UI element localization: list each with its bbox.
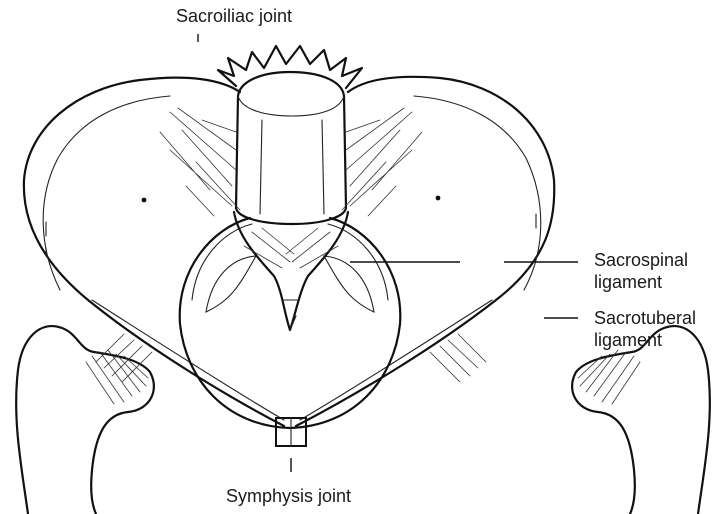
right-iliac-wing bbox=[296, 77, 554, 426]
sacrotuberal-ligament-label-line1: Sacrotuberal bbox=[594, 308, 696, 329]
sacroiliac-joint-label: Sacroiliac joint bbox=[176, 6, 292, 27]
right-femur bbox=[572, 326, 710, 514]
symphysis-joint-label: Symphysis joint bbox=[226, 486, 351, 507]
left-iliac-wing bbox=[24, 78, 284, 426]
lumbar-vertebra bbox=[236, 72, 346, 224]
sacrum bbox=[234, 212, 348, 330]
sacrospinal-ligament-label-line1: Sacrospinal bbox=[594, 250, 688, 271]
sacrospinal-ligament-label-line2: ligament bbox=[594, 272, 662, 293]
sacrotuberal-ligament-label-line2: ligament bbox=[594, 330, 662, 351]
